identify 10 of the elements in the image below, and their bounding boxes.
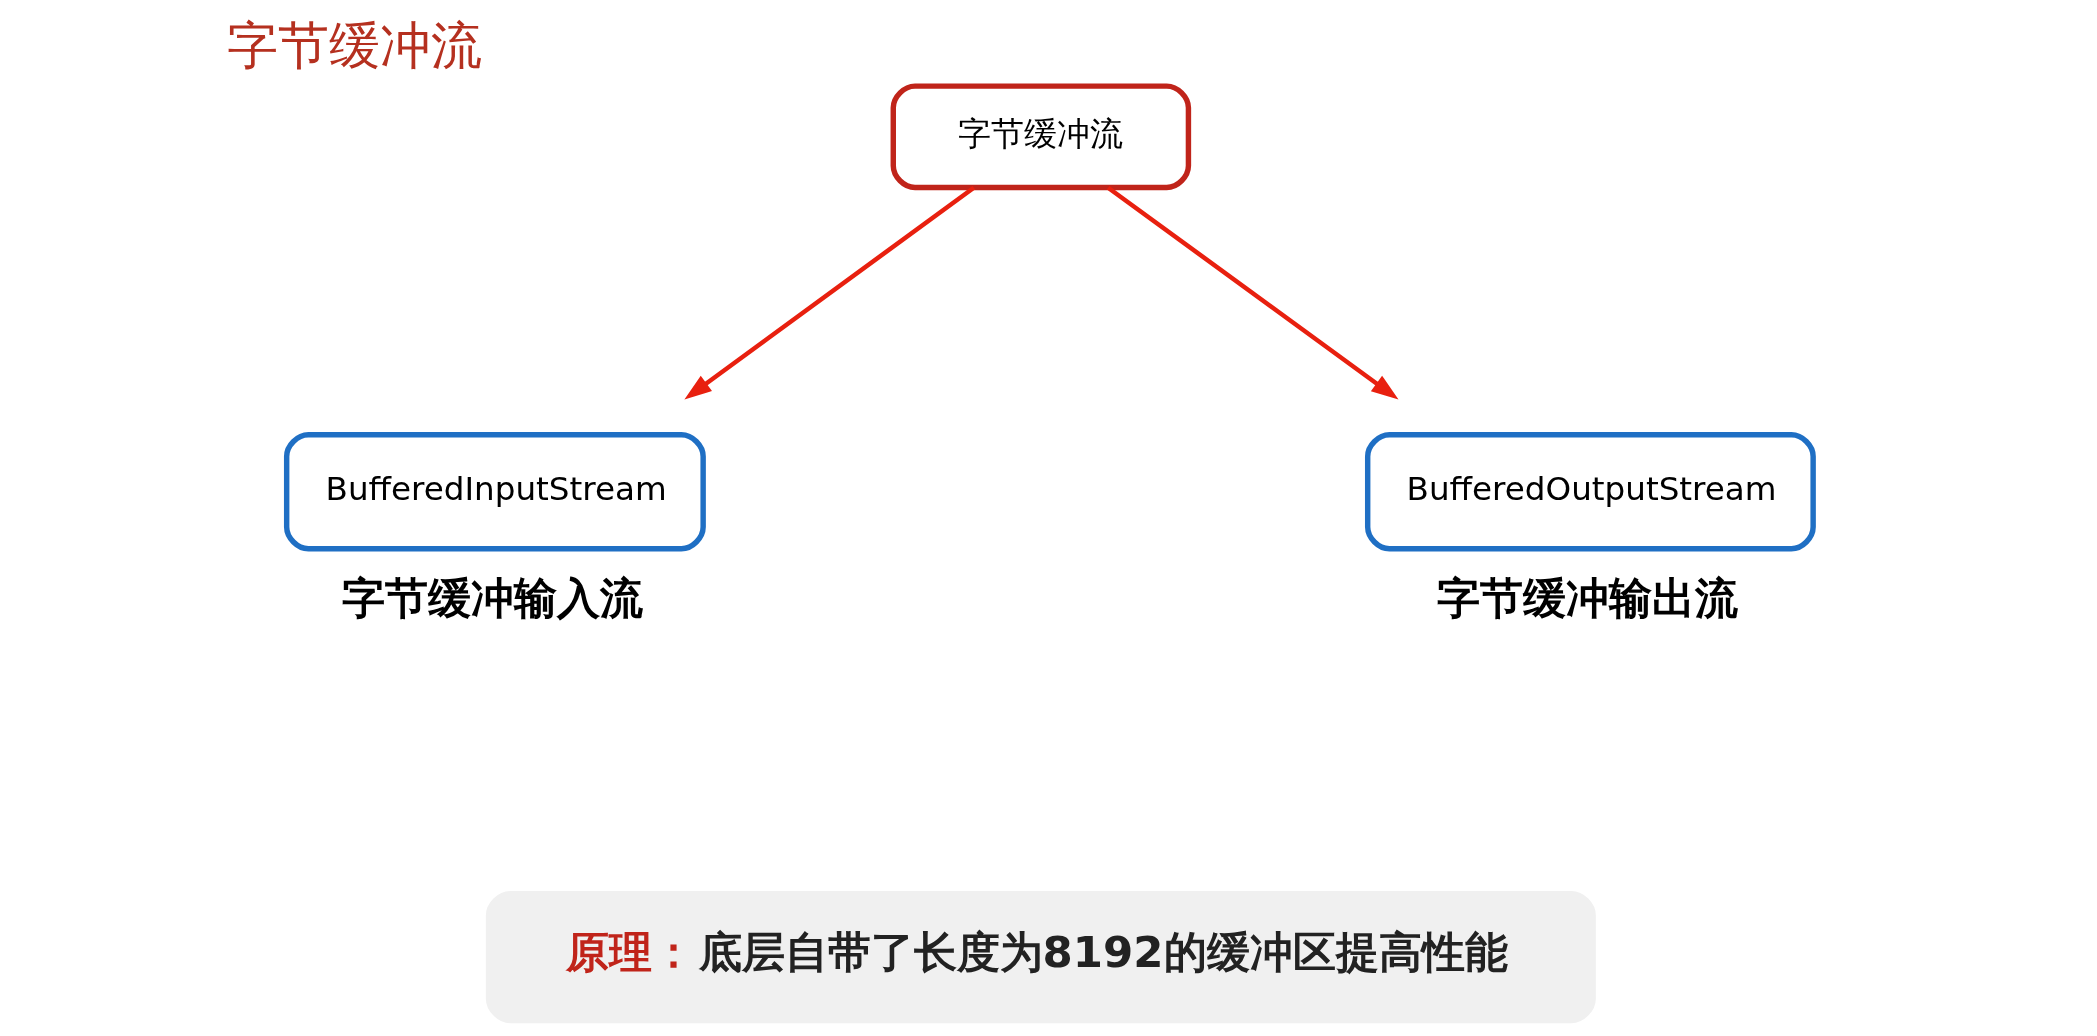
diagram-title: 字节缓冲流 (226, 16, 482, 76)
node-box: BufferedInputStream (283, 432, 706, 552)
node-box: 字节缓冲流 (890, 83, 1191, 191)
arrow (1106, 185, 1398, 400)
node-label: 字节缓冲输入流 (341, 573, 643, 624)
node-label: 字节缓冲输出流 (1436, 573, 1738, 624)
node-box: BufferedOutputStream (1364, 432, 1816, 552)
label: 底层自带了长度为8192的缓冲区提高性能 (698, 926, 1508, 977)
arrow (683, 185, 975, 400)
label: 原理： (565, 926, 695, 977)
